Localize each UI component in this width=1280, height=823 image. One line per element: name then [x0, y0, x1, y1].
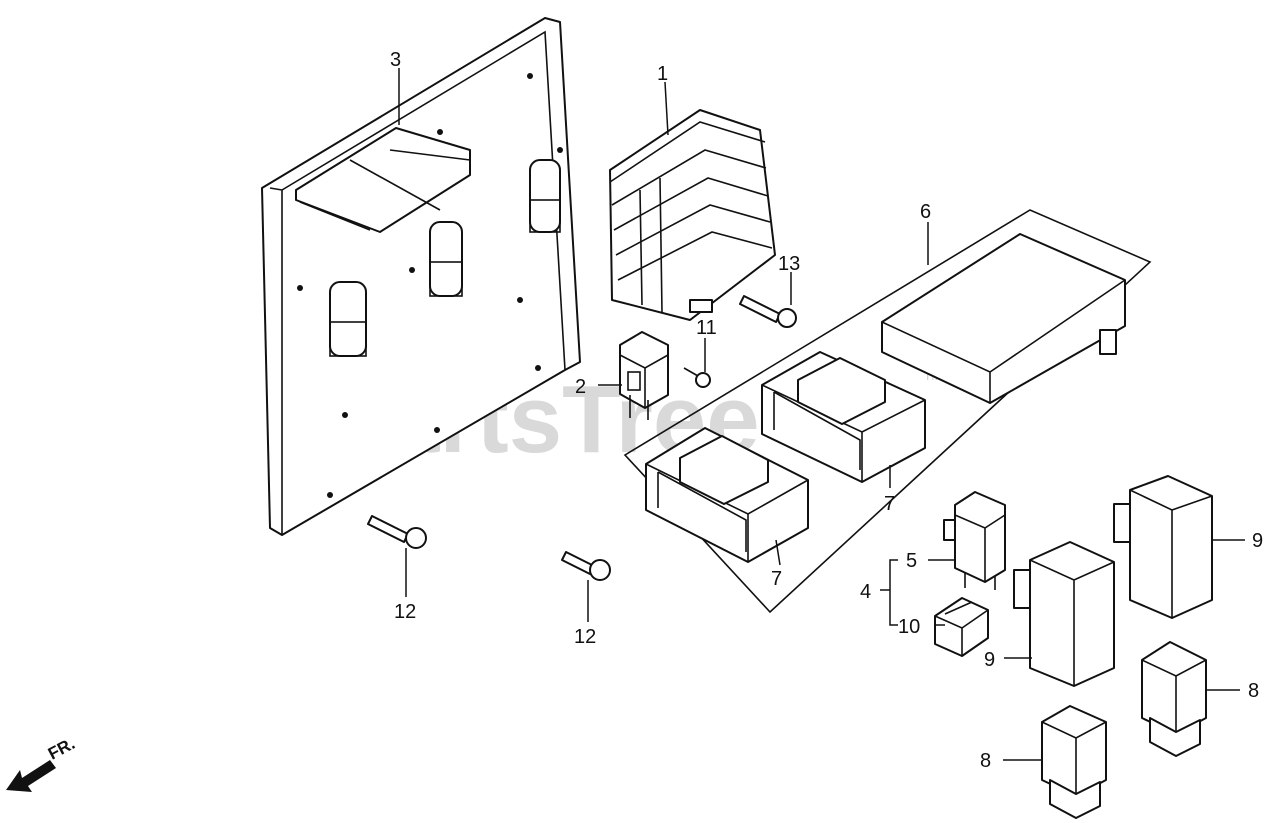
callout-11: 11 [696, 317, 717, 339]
callout-12-right: 12 [574, 626, 596, 648]
part-11-bolt[interactable] [683, 367, 711, 388]
part-9-relay-lower[interactable] [1013, 541, 1115, 687]
part-8-relay-lower[interactable] [1041, 705, 1107, 819]
part-12-bolt-left[interactable] [367, 515, 427, 549]
part-7-cover-upper[interactable] [761, 351, 926, 483]
callout-7-lower: 7 [771, 568, 782, 590]
callout-8-left: 8 [980, 750, 991, 772]
part-7-cover-lower[interactable] [645, 427, 809, 563]
kit-outline [623, 209, 1152, 614]
arrow-icon [6, 760, 56, 792]
callout-4: 4 [860, 581, 871, 603]
callout-10: 10 [898, 616, 920, 638]
callout-6: 6 [920, 201, 931, 223]
part-3-mounting-plate[interactable] [261, 17, 581, 536]
front-label: FR. [45, 734, 78, 764]
part-6-control-unit[interactable] [881, 233, 1126, 404]
part-8-relay-upper[interactable] [1141, 641, 1207, 757]
callout-1: 1 [657, 63, 668, 85]
part-9-relay-upper[interactable] [1113, 475, 1213, 619]
part-2-component[interactable] [619, 331, 669, 420]
part-10-fuse[interactable] [934, 597, 989, 657]
callout-5: 5 [906, 550, 917, 572]
callout-3: 3 [390, 49, 401, 71]
callout-13: 13 [778, 253, 800, 275]
part-5-relay[interactable] [943, 491, 1006, 590]
callout-8-right: 8 [1248, 680, 1259, 702]
callout-9-left: 9 [984, 649, 995, 671]
callout-12-left: 12 [394, 601, 416, 623]
callouts: 1 2 3 4 5 6 7 7 8 8 9 9 10 11 12 12 13 [390, 49, 1263, 772]
callout-9-right: 9 [1252, 530, 1263, 552]
front-direction-arrow: FR. [6, 734, 78, 792]
leader-lines [398, 68, 1245, 761]
callout-2: 2 [575, 376, 586, 398]
callout-7-upper: 7 [884, 493, 895, 515]
part-12-bolt-right[interactable] [561, 551, 611, 581]
part-1-regulator[interactable] [609, 109, 776, 321]
part-13-bolt[interactable] [739, 295, 797, 328]
